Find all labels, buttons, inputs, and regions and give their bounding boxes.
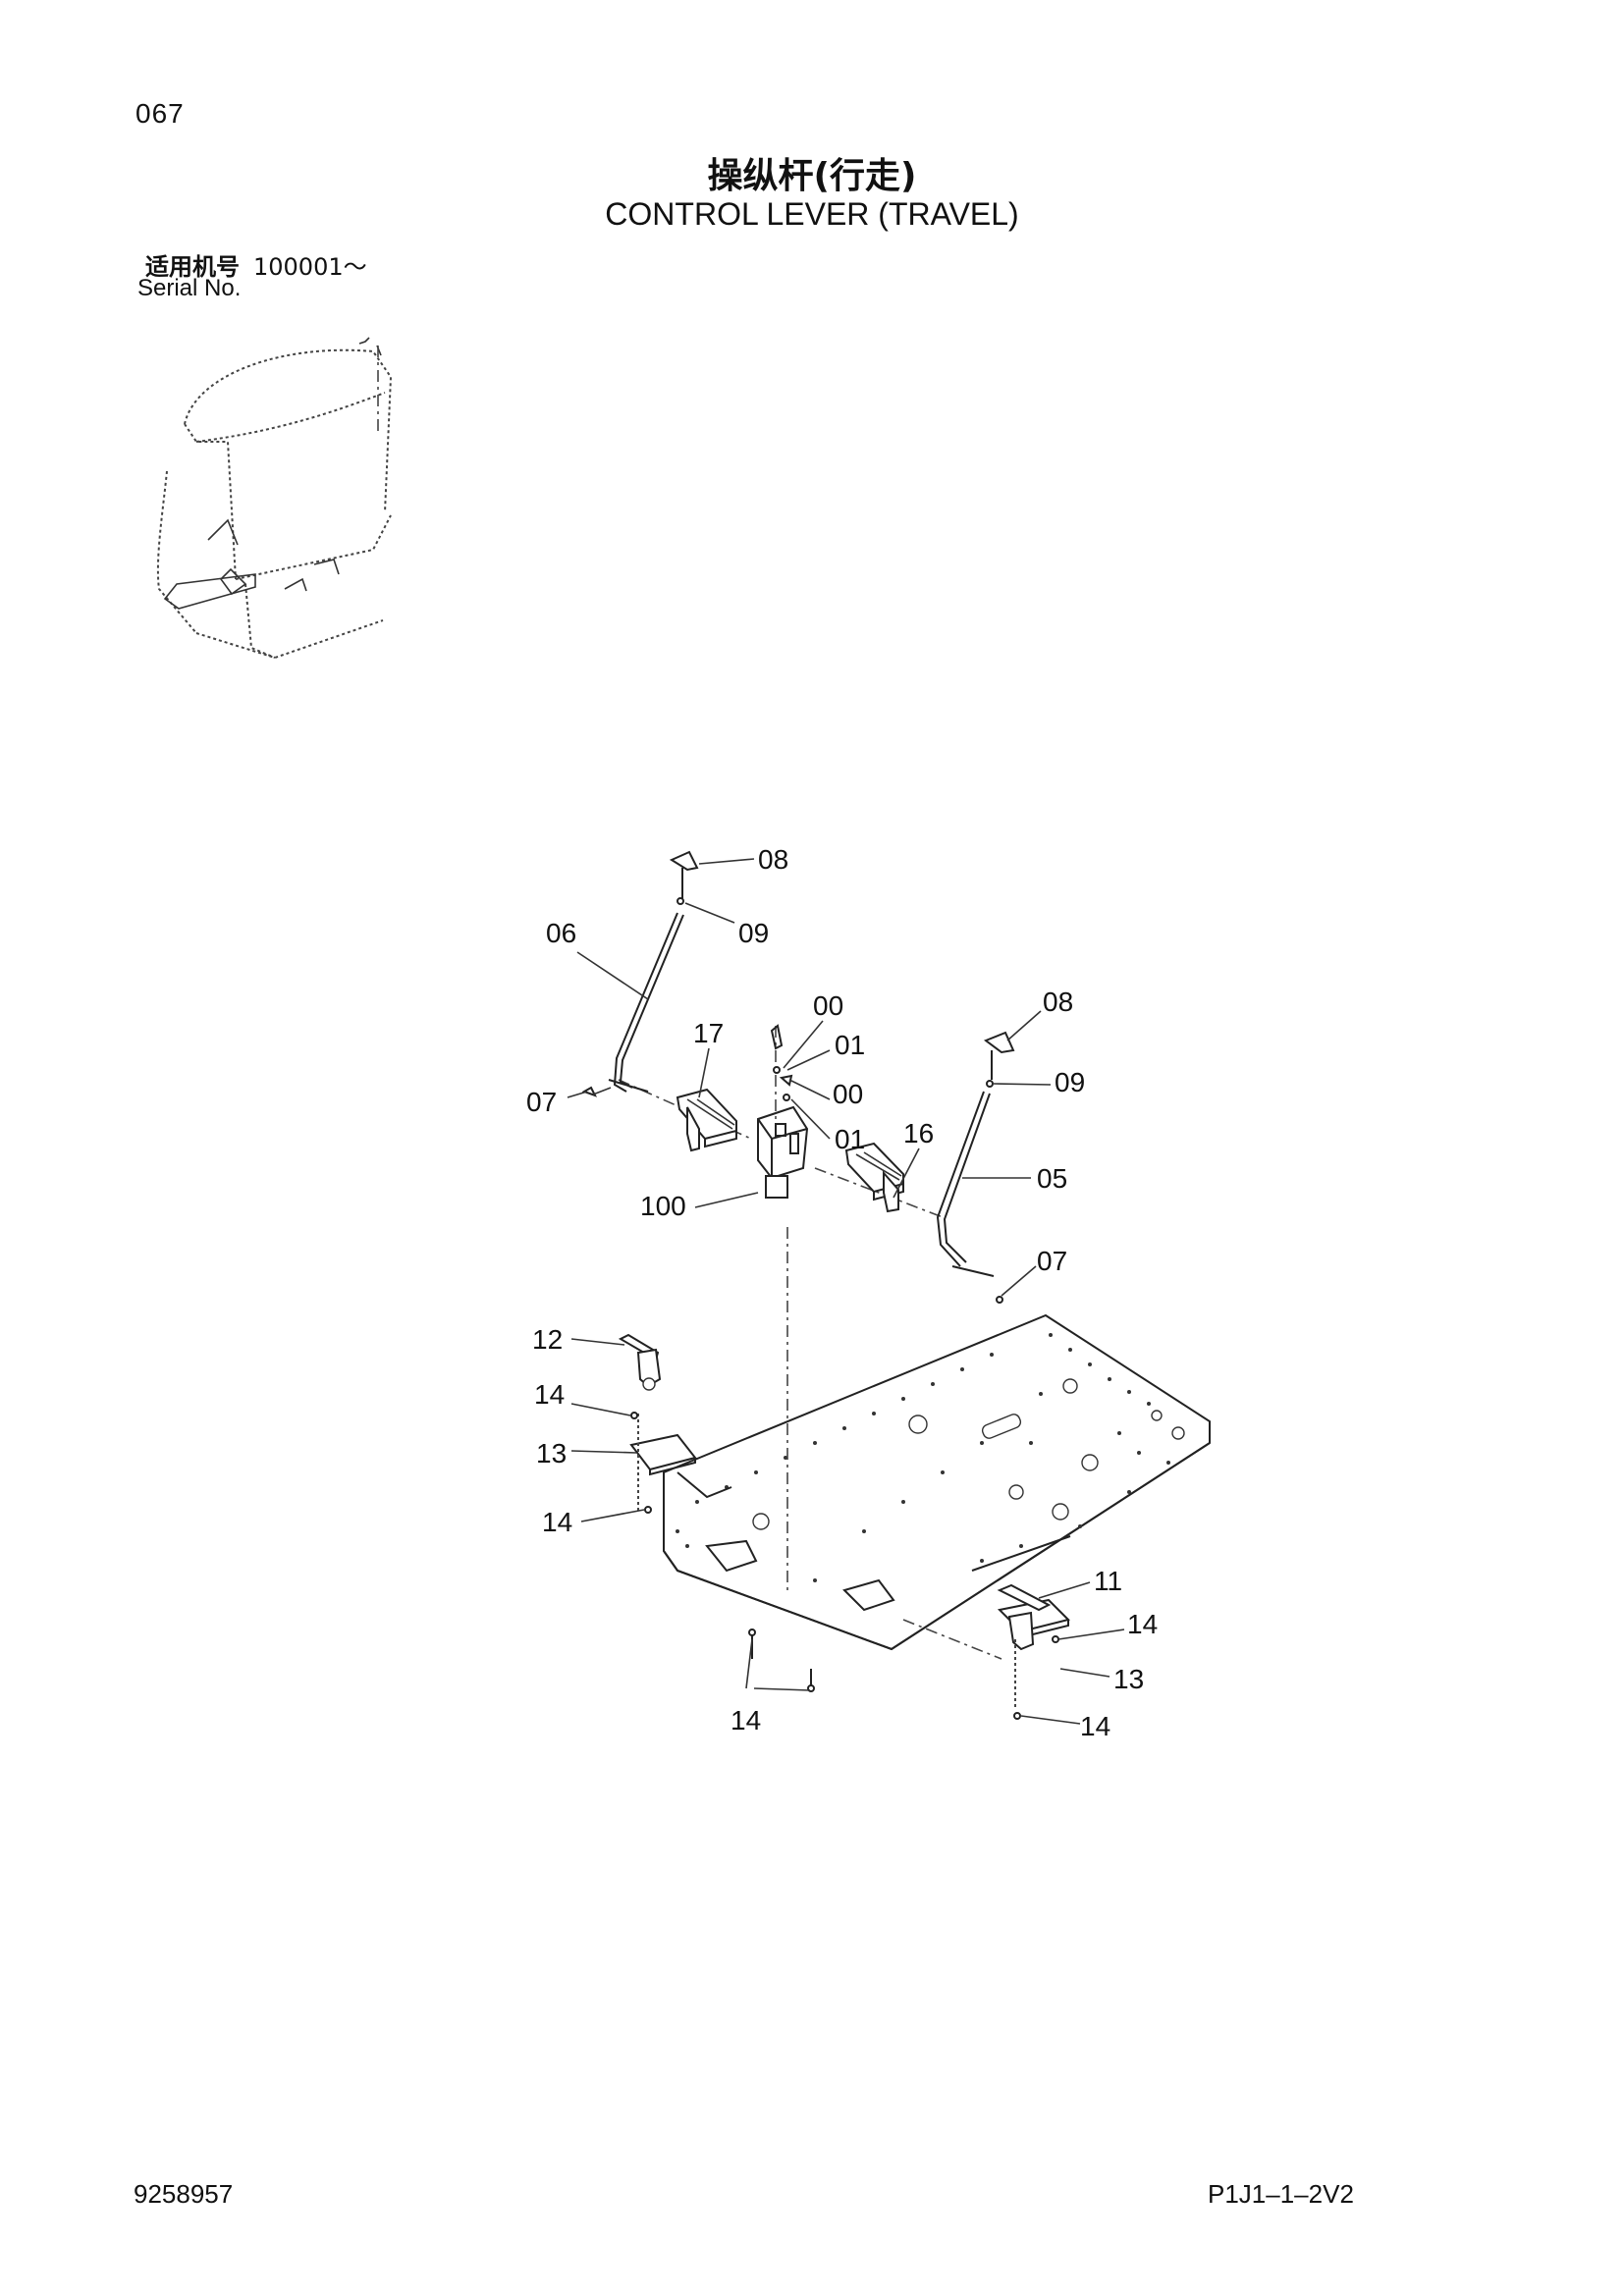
callout-06: 06 [546, 918, 576, 948]
page-title-english: CONTROL LEVER (TRAVEL) [605, 196, 1019, 232]
left-lever [581, 850, 699, 1097]
leader-lines [567, 858, 1125, 1725]
callout-09-left: 09 [738, 918, 769, 948]
pilot-valve [757, 1024, 809, 1590]
callout-01-upper: 01 [835, 1030, 865, 1060]
callout-14-c: 14 [1127, 1609, 1158, 1639]
callout-14-b: 14 [542, 1507, 572, 1537]
callout-100: 100 [640, 1191, 686, 1221]
callout-01-lower: 01 [835, 1124, 865, 1154]
page-title-chinese: 操纵杆(行走) [707, 156, 917, 196]
serial-label-chinese: 适用机号 100001～ [145, 247, 367, 282]
right-lever [936, 1031, 1015, 1304]
serial-range: 100001～ [253, 253, 367, 281]
callout-00-upper: 00 [813, 990, 843, 1021]
callout-14-d: 14 [1080, 1711, 1110, 1741]
left-pedal [676, 1088, 737, 1152]
left-pedal-assembly [618, 1333, 732, 1514]
serial-label-english: Serial No. [137, 275, 242, 301]
right-pedal-assembly [902, 1583, 1070, 1720]
callout-08-right: 08 [1043, 987, 1073, 1017]
floor-plate [663, 1313, 1211, 1651]
serial-label-chinese-text: 适用机号 [145, 253, 240, 281]
callout-07-left: 07 [526, 1087, 557, 1117]
callout-labels: 08 09 06 17 07 00 01 00 01 08 09 16 100 … [526, 844, 1158, 1741]
right-pedal [844, 1142, 904, 1213]
callout-05: 05 [1037, 1163, 1067, 1194]
cab-locator-illustration [156, 337, 393, 660]
callout-13-right: 13 [1113, 1664, 1144, 1694]
callout-17: 17 [693, 1018, 724, 1048]
document-number: 9258957 [134, 2179, 234, 2209]
callout-08-left: 08 [758, 844, 788, 875]
callout-16: 16 [903, 1118, 934, 1148]
callout-13-left: 13 [536, 1438, 567, 1468]
callout-11: 11 [1094, 1566, 1122, 1596]
callout-14-a: 14 [534, 1379, 565, 1410]
callout-09-right: 09 [1055, 1067, 1085, 1097]
callout-14-e: 14 [731, 1705, 761, 1735]
page-code: P1J1–1–2V2 [1208, 2179, 1354, 2209]
callout-00-lower: 00 [833, 1079, 863, 1109]
callout-07-right: 07 [1037, 1246, 1067, 1276]
page-number: 067 [135, 98, 185, 129]
callout-12: 12 [532, 1324, 563, 1355]
floor-bolts [748, 1629, 815, 1692]
